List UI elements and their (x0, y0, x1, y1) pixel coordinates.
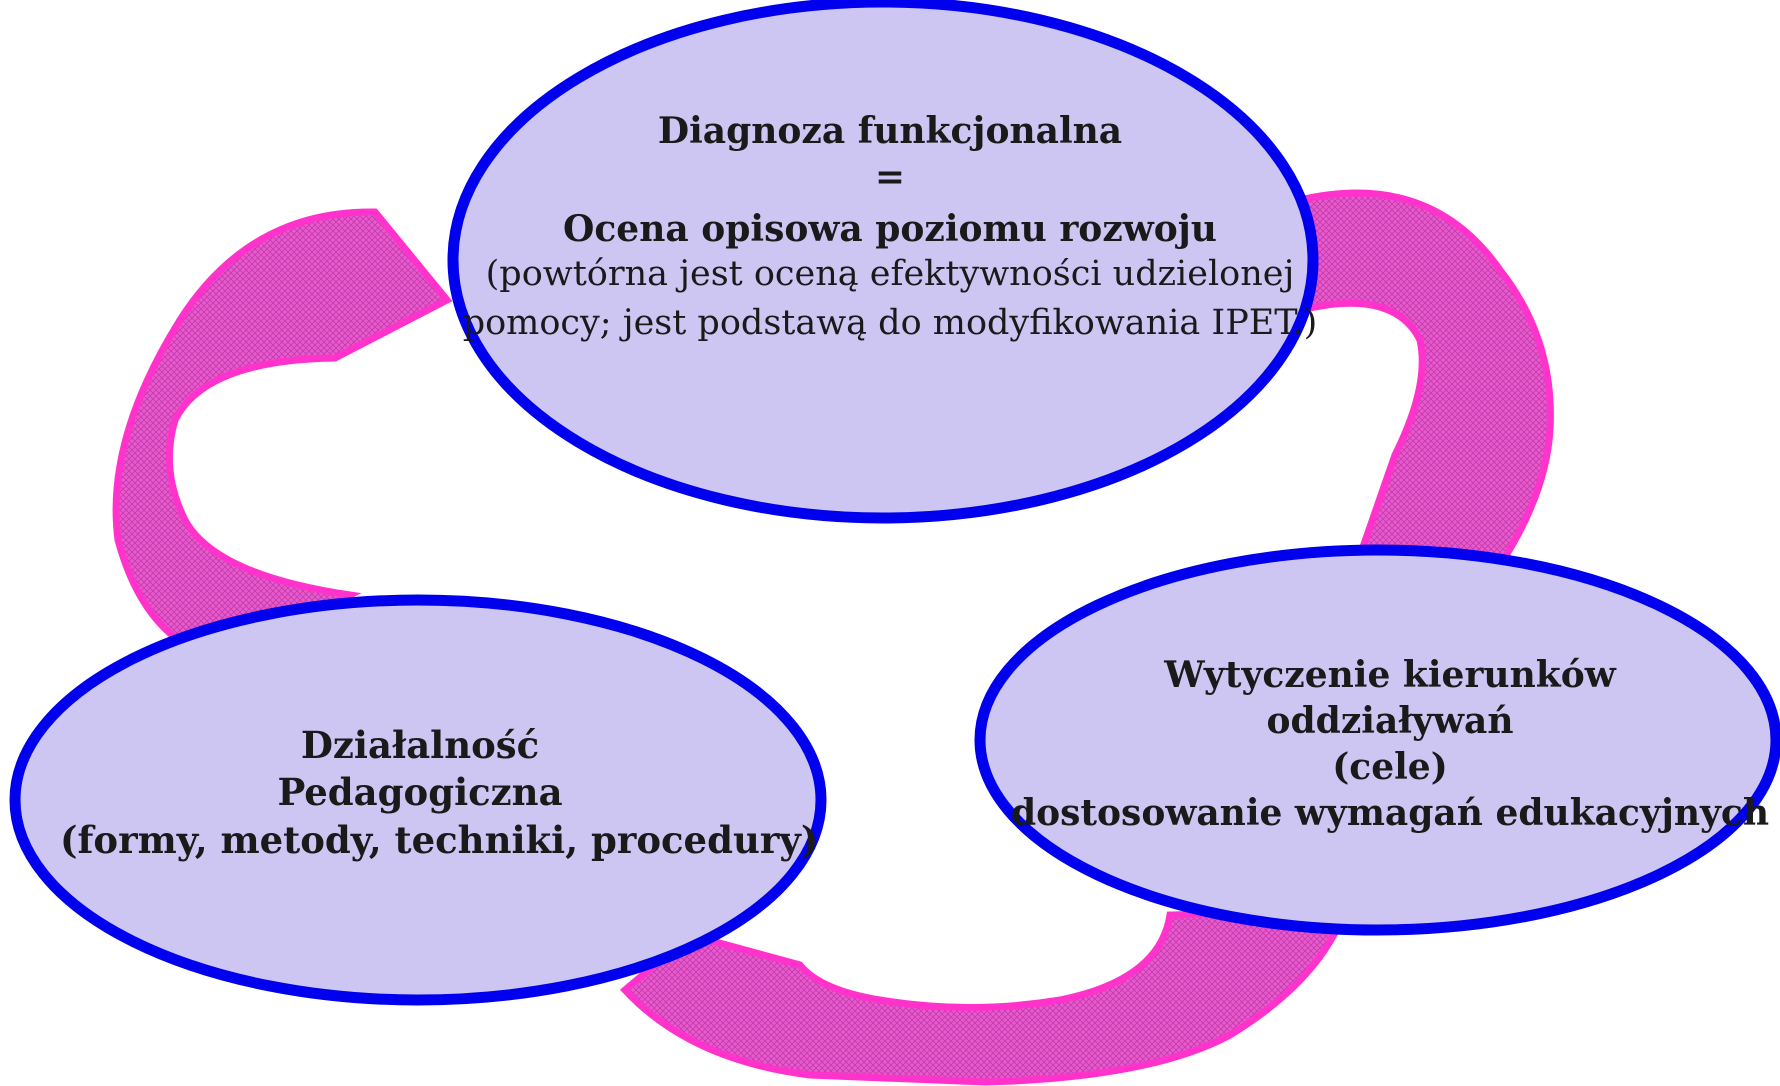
node-left-line3: (formy, metody, techniki, procedury) (60, 817, 819, 862)
node-right: Wytyczenie kierunków oddziaływań (cele) … (1000, 652, 1780, 836)
node-right-line1: Wytyczenie kierunków (1164, 654, 1616, 696)
node-left-line2: Pedagogiczna (277, 770, 563, 815)
node-top: Diagnoza funkcjonalna = Ocena opisowa po… (440, 108, 1340, 346)
node-right-line2: oddziaływań (1266, 700, 1514, 743)
ribbon-arrow-bottom (619, 906, 1351, 1086)
ribbon-arrow-left (112, 208, 453, 664)
node-top-equals: = (874, 156, 906, 199)
node-top-note-line2: pomocy; jest podstawą do modyfikowania I… (462, 303, 1318, 344)
node-right-line4: dostosowanie wymagań edukacyjnych (1010, 792, 1770, 835)
node-top-subtitle: Ocena opisowa poziomu rozwoju (563, 208, 1217, 251)
ribbon-arrow-right (1296, 189, 1554, 604)
node-left: Działalność Pedagogiczna (formy, metody,… (60, 722, 819, 864)
node-top-ellipse (447, 0, 1319, 524)
node-right-ellipse (974, 544, 1780, 936)
node-right-line3: (cele) (1332, 746, 1448, 789)
node-left-line1: Działalność (300, 723, 540, 767)
node-top-note-line1: (powtórna jest oceną efektywności udziel… (485, 254, 1295, 295)
node-left-ellipse (9, 594, 827, 1006)
node-top-title: Diagnoza funkcjonalna (657, 110, 1123, 152)
